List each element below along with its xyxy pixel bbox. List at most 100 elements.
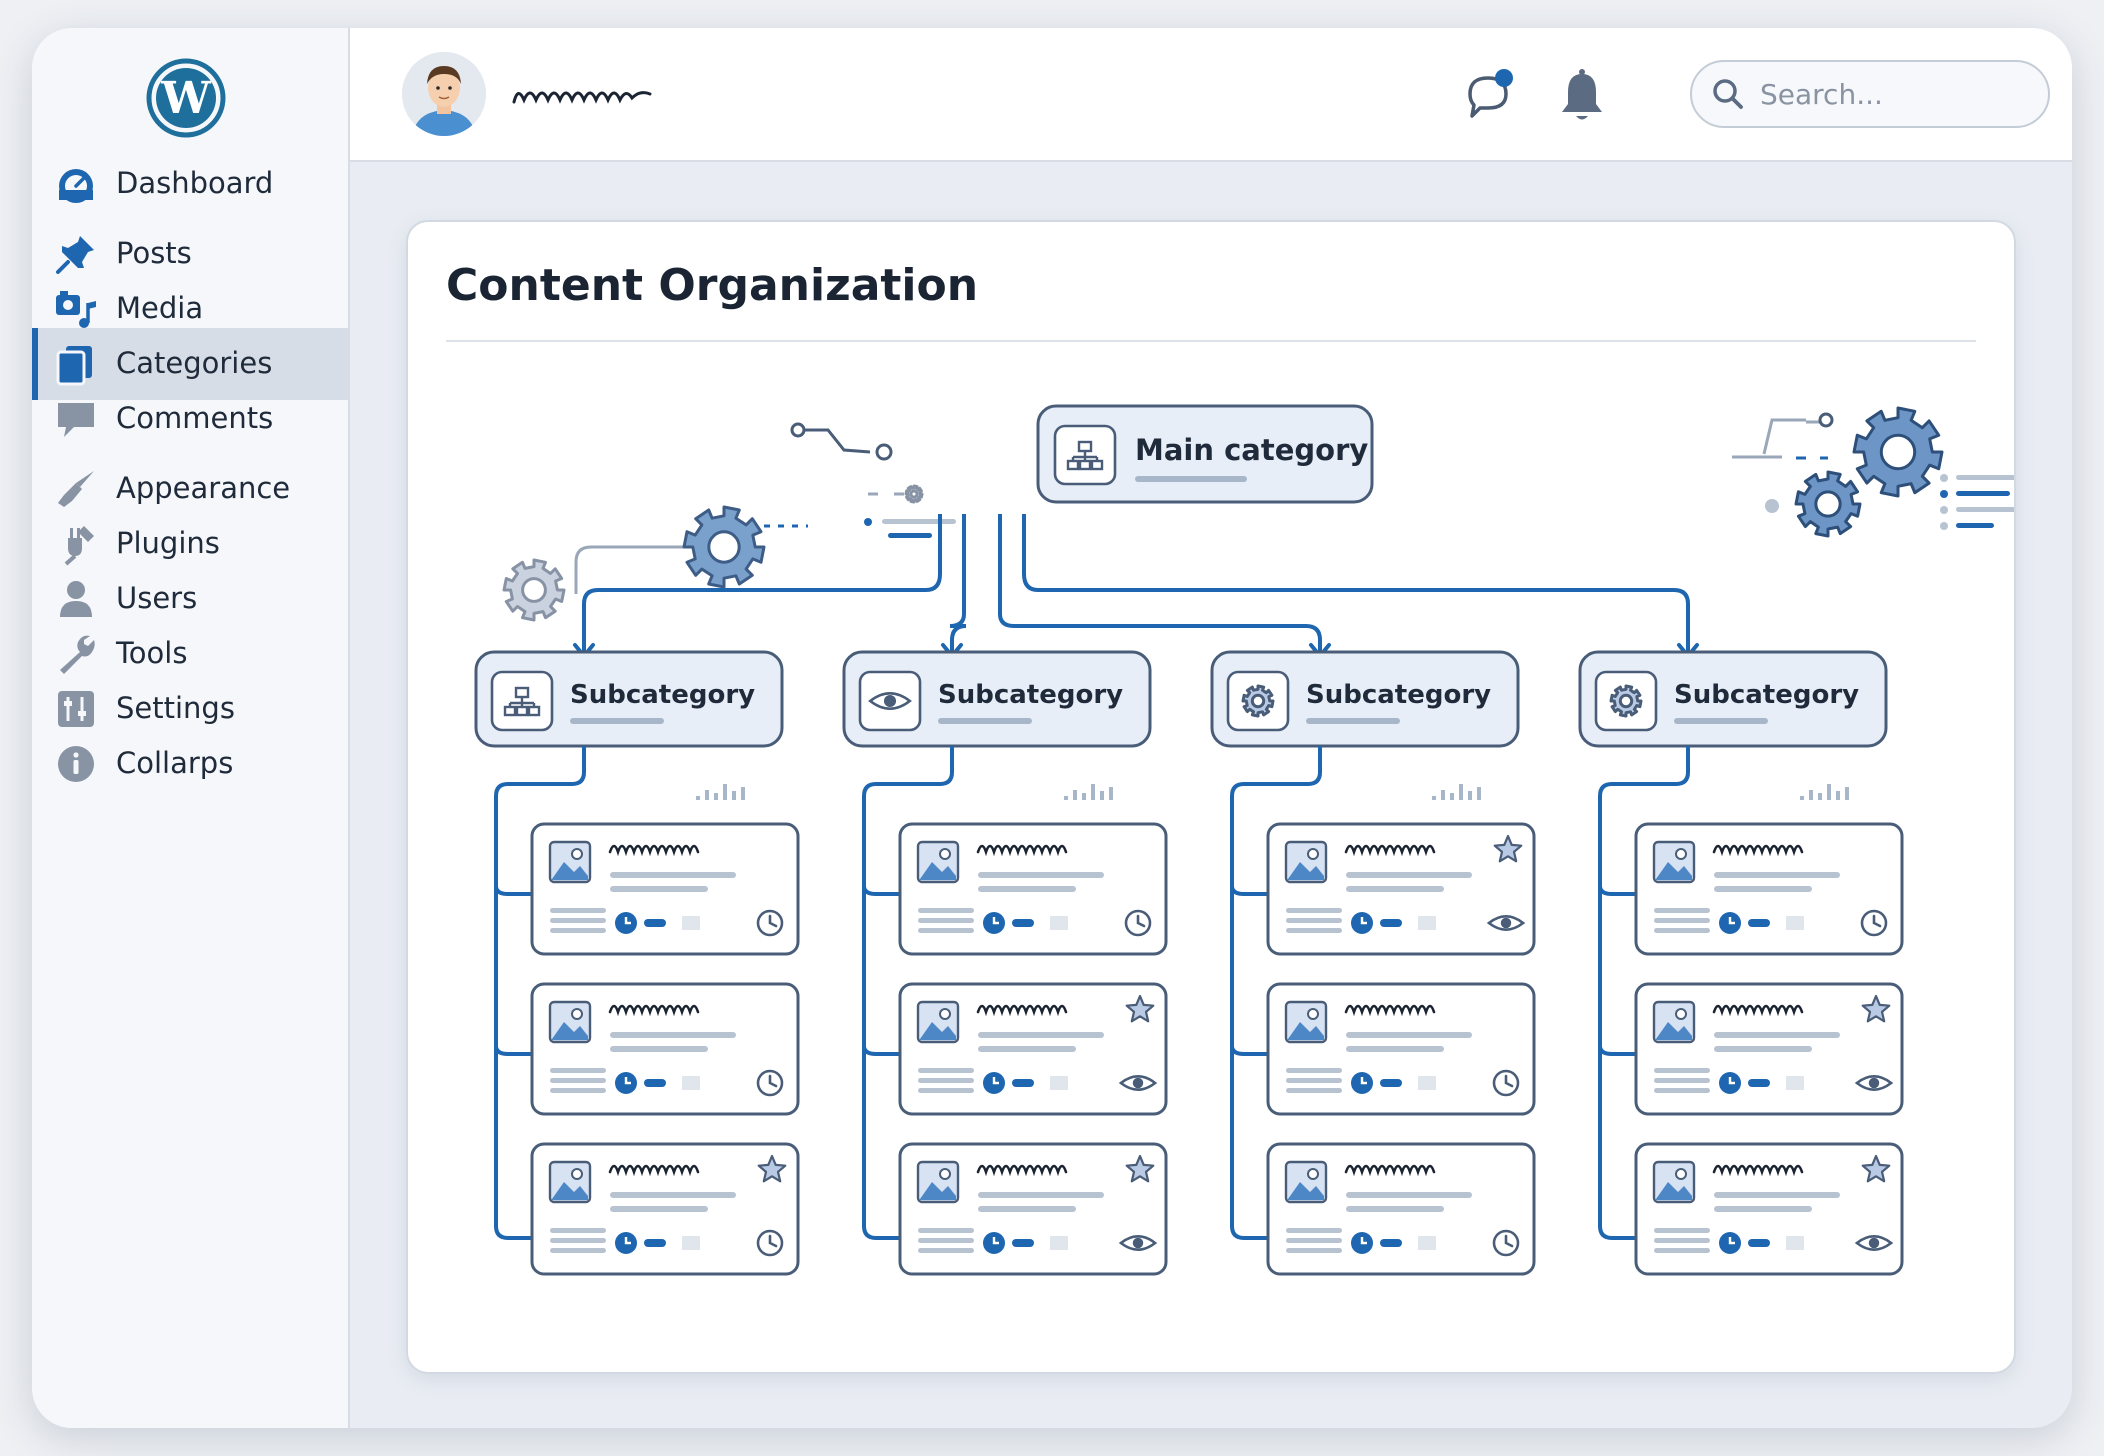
sidebar-item-users[interactable]: Users bbox=[32, 563, 348, 635]
bell-icon[interactable] bbox=[1554, 66, 1610, 126]
text-line bbox=[550, 1088, 606, 1093]
sidebar-item-collarps[interactable]: Collarps bbox=[32, 728, 348, 800]
star-icon bbox=[1861, 994, 1891, 1023]
text-line bbox=[1674, 718, 1768, 724]
date-clock-icon bbox=[1719, 1072, 1741, 1094]
comment-icon bbox=[58, 403, 94, 437]
text-line bbox=[1714, 1032, 1840, 1038]
bar-mark bbox=[1477, 787, 1481, 800]
sidebar-item-label: Tools bbox=[116, 636, 188, 670]
subcategory-label: Subcategory bbox=[1306, 680, 1491, 710]
tag-pill bbox=[1748, 1079, 1770, 1087]
text-line bbox=[1346, 872, 1472, 878]
star-icon bbox=[1125, 1154, 1155, 1183]
text-line bbox=[918, 908, 974, 913]
text-line bbox=[1286, 1238, 1342, 1243]
gear-icon bbox=[682, 505, 766, 589]
sidebar-item-dashboard[interactable]: Dashboard bbox=[32, 148, 348, 220]
chat-icon[interactable] bbox=[1460, 64, 1520, 124]
tag-pill bbox=[1012, 1079, 1034, 1087]
text-line bbox=[1714, 1046, 1812, 1052]
search-input[interactable] bbox=[1758, 72, 2032, 116]
text-line bbox=[550, 1238, 606, 1243]
text-line bbox=[918, 928, 974, 933]
text-line bbox=[978, 1192, 1104, 1198]
info-icon bbox=[58, 746, 94, 782]
star-icon bbox=[1125, 994, 1155, 1023]
subcategory-node: Subcategory bbox=[1210, 650, 1536, 1276]
search-icon bbox=[1713, 79, 1743, 109]
text-line bbox=[1346, 1206, 1444, 1212]
sidebar-item-label: Dashboard bbox=[116, 166, 274, 200]
bullet-dot bbox=[1940, 490, 1948, 498]
text-line bbox=[570, 718, 664, 724]
post-spine bbox=[1598, 746, 1690, 1240]
text-line bbox=[918, 918, 974, 923]
post-card bbox=[494, 822, 800, 956]
tag-box bbox=[1418, 1236, 1436, 1250]
text-line bbox=[918, 1248, 974, 1253]
clock-icon bbox=[1492, 1069, 1520, 1097]
sidebar-item-settings[interactable]: Settings bbox=[32, 673, 348, 745]
post-card bbox=[862, 982, 1168, 1116]
post-card bbox=[530, 1142, 800, 1276]
date-clock-icon bbox=[615, 1232, 637, 1254]
text-line bbox=[550, 1078, 606, 1083]
post-branch bbox=[862, 885, 900, 896]
sidebar-item-appearance[interactable]: Appearance bbox=[32, 453, 348, 525]
text-line bbox=[1956, 491, 2010, 496]
tree-connector bbox=[582, 514, 942, 654]
date-clock-icon bbox=[1351, 1072, 1373, 1094]
bar-mark bbox=[1800, 796, 1804, 800]
bar-mark bbox=[1432, 796, 1436, 800]
root-node-label: Main category bbox=[1135, 433, 1368, 467]
bullet-dot bbox=[1940, 506, 1948, 514]
date-clock-icon bbox=[983, 1072, 1005, 1094]
post-card bbox=[1598, 982, 1904, 1116]
search-box[interactable] bbox=[1690, 60, 2050, 128]
sidebar-item-tools[interactable]: Tools bbox=[32, 618, 348, 690]
text-line bbox=[1714, 886, 1812, 892]
notification-dot bbox=[1495, 69, 1513, 87]
post-card bbox=[1230, 982, 1536, 1116]
decorative-graphics bbox=[502, 406, 2014, 622]
tag-box bbox=[682, 1236, 700, 1250]
sidebar-item-label: Appearance bbox=[116, 471, 291, 505]
avatar[interactable] bbox=[402, 52, 486, 136]
tag-box bbox=[1050, 1236, 1068, 1250]
tag-box bbox=[1786, 1236, 1804, 1250]
sidebar-item-media[interactable]: Media bbox=[32, 273, 348, 345]
text-line bbox=[1306, 718, 1400, 724]
text-line bbox=[1654, 918, 1710, 923]
wordpress-logo[interactable]: W bbox=[146, 58, 226, 138]
bar-mark bbox=[1073, 790, 1077, 800]
sidebar-item-label: Posts bbox=[116, 236, 192, 270]
bar-mark bbox=[1450, 793, 1454, 800]
star-icon bbox=[1493, 834, 1523, 863]
text-line bbox=[1654, 1078, 1710, 1083]
sidebar-item-posts[interactable]: Posts bbox=[32, 218, 348, 290]
eye-icon bbox=[1118, 1075, 1158, 1091]
bar-mark bbox=[1100, 791, 1104, 800]
bar-mark bbox=[1827, 784, 1831, 800]
text-line bbox=[1654, 908, 1710, 913]
connector-line bbox=[798, 428, 871, 454]
sidebar-item-label: Collarps bbox=[116, 746, 234, 780]
dot bbox=[1765, 499, 1779, 513]
date-clock-icon bbox=[615, 1072, 637, 1094]
text-line bbox=[1286, 1228, 1342, 1233]
bar-mark bbox=[1468, 791, 1472, 800]
tag-box bbox=[1418, 916, 1436, 930]
text-line bbox=[882, 519, 956, 524]
star-icon bbox=[757, 1154, 787, 1183]
post-card bbox=[862, 822, 1168, 956]
subcategory-node: Subcategory bbox=[1578, 650, 1904, 1276]
sidebar-item-comments[interactable]: Comments bbox=[32, 383, 348, 455]
sidebar-item-categories[interactable]: Categories bbox=[32, 328, 348, 400]
date-clock-icon bbox=[615, 912, 637, 934]
sidebar-item-plugins[interactable]: Plugins bbox=[32, 508, 348, 580]
bar-mark bbox=[714, 793, 718, 800]
subcategory-node: Subcategory bbox=[474, 650, 800, 1276]
text-line bbox=[918, 1078, 974, 1083]
